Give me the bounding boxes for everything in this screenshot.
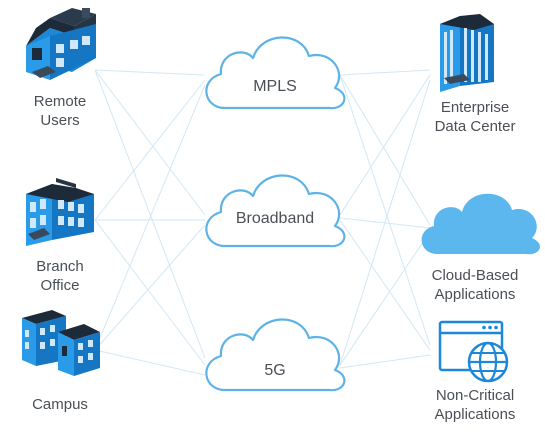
campus-label: Campus bbox=[32, 396, 88, 413]
browser-globe-icon bbox=[438, 320, 509, 383]
enterprise-data-center-label: Enterprise Data Center bbox=[434, 99, 516, 135]
cloud-outline-icon bbox=[205, 174, 346, 248]
office-building-icon bbox=[26, 178, 94, 246]
5g-label: 5G bbox=[264, 362, 286, 379]
skyscraper-icon bbox=[440, 14, 494, 92]
cloud-outline-icon bbox=[205, 318, 346, 392]
broadband-label: Broadband bbox=[235, 210, 315, 227]
mpls-label: MPLS bbox=[253, 78, 297, 95]
cloud-outline-icon bbox=[205, 36, 346, 110]
connection-lines bbox=[94, 69, 431, 376]
campus-building-icon bbox=[22, 310, 100, 376]
house-icon bbox=[26, 8, 96, 80]
remote-users-label: Remote Users bbox=[33, 93, 87, 129]
branch-office-label: Branch Office bbox=[36, 258, 84, 294]
non-critical-applications-label: Non-Critical Applications bbox=[434, 387, 516, 423]
cloud-based-applications-label: Cloud-Based Applications bbox=[431, 267, 519, 303]
cloud-filled-icon bbox=[421, 193, 540, 255]
